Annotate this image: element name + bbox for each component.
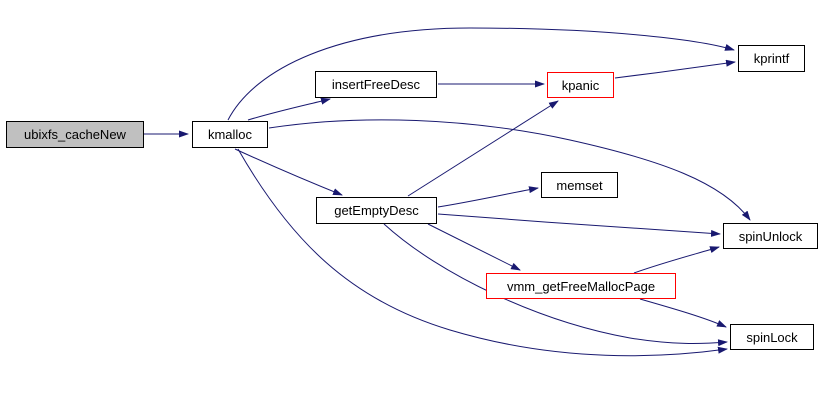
- edge-kmalloc-to-kprintf: [227, 27, 735, 121]
- edge-getEmptyDesc-to-memset: [437, 186, 539, 208]
- graph-node-label: insertFreeDesc: [331, 77, 421, 92]
- graph-node-ubixfs_cacheNew: ubixfs_cacheNew: [6, 121, 144, 148]
- graph-node-label: ubixfs_cacheNew: [24, 127, 126, 142]
- graph-node-memset[interactable]: memset: [541, 172, 618, 198]
- edge-vmm_getFreeMallocPage-to-spinLock: [639, 298, 727, 328]
- graph-node-label: kpanic: [561, 77, 600, 93]
- graph-node-kprintf[interactable]: kprintf: [738, 45, 805, 72]
- edge-vmm_getFreeMallocPage-to-spinUnlock: [633, 246, 720, 274]
- graph-node-spinUnlock[interactable]: spinUnlock: [723, 223, 818, 249]
- edge-kmalloc-to-getEmptyDesc: [234, 148, 343, 196]
- edge-kpanic-to-kprintf: [614, 59, 736, 79]
- graph-node-label: memset: [556, 177, 603, 193]
- edge-getEmptyDesc-to-vmm_getFreeMallocPage: [427, 223, 521, 271]
- edge-getEmptyDesc-to-spinLock: [383, 223, 728, 347]
- graph-node-label: kprintf: [753, 51, 790, 66]
- graph-node-label: spinLock: [746, 329, 798, 345]
- graph-node-label: getEmptyDesc: [334, 203, 419, 218]
- graph-node-vmm_getFreeMallocPage[interactable]: vmm_getFreeMallocPage: [486, 273, 676, 299]
- graph-node-kpanic[interactable]: kpanic: [547, 72, 614, 98]
- edge-kmalloc-to-spinLock: [237, 148, 728, 357]
- graph-node-spinLock[interactable]: spinLock: [730, 324, 814, 350]
- graph-node-getEmptyDesc[interactable]: getEmptyDesc: [316, 197, 437, 224]
- edge-kmalloc-to-insertFreeDesc: [247, 97, 331, 121]
- edge-getEmptyDesc-to-spinUnlock: [437, 213, 721, 237]
- graph-node-label: vmm_getFreeMallocPage: [506, 278, 656, 294]
- graph-node-insertFreeDesc[interactable]: insertFreeDesc: [315, 71, 437, 98]
- edge-kmalloc-to-spinUnlock: [268, 119, 751, 221]
- graph-node-label: kmalloc: [207, 127, 253, 142]
- graph-node-kmalloc[interactable]: kmalloc: [192, 121, 268, 148]
- edge-getEmptyDesc-to-kpanic: [407, 100, 559, 197]
- graph-node-label: spinUnlock: [738, 228, 803, 244]
